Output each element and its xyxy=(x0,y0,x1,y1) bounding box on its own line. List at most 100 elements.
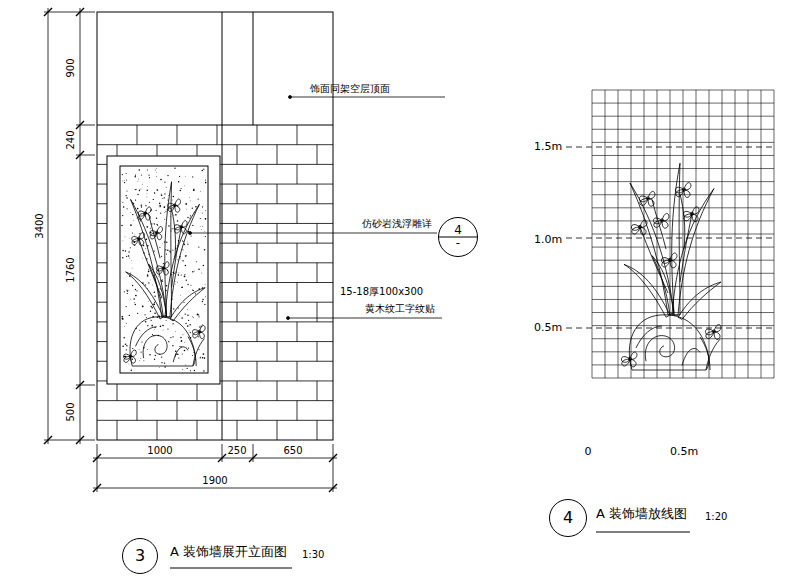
joint-line xyxy=(253,12,254,125)
texture-dot xyxy=(165,186,167,188)
grid-line xyxy=(592,129,774,130)
grid-axis-label: 0.5m xyxy=(534,322,562,334)
texture-dot xyxy=(147,189,149,191)
texture-dot xyxy=(145,284,146,285)
texture-dot xyxy=(130,260,132,262)
texture-dot xyxy=(149,354,151,356)
texture-dot xyxy=(182,368,184,370)
texture-dot xyxy=(203,353,205,355)
texture-dot xyxy=(162,197,164,199)
setting-out-grid xyxy=(592,90,774,378)
grid-line xyxy=(592,103,774,104)
texture-dot xyxy=(125,195,126,196)
texture-dot xyxy=(157,189,159,191)
texture-dot xyxy=(152,334,153,335)
grid-line xyxy=(592,234,774,235)
texture-dot xyxy=(183,249,185,251)
texture-dot xyxy=(154,304,155,305)
texture-dot xyxy=(182,287,183,288)
texture-dot xyxy=(153,304,155,306)
texture-dot xyxy=(140,357,142,359)
texture-dot xyxy=(203,265,204,266)
texture-dot xyxy=(204,283,206,285)
texture-dot xyxy=(190,332,191,333)
texture-dot xyxy=(126,180,127,181)
texture-dot xyxy=(193,317,195,319)
brick-joint xyxy=(217,125,218,145)
texture-dot xyxy=(135,189,136,190)
brick-joint xyxy=(297,361,298,381)
texture-dot xyxy=(127,290,129,292)
grid-line xyxy=(592,194,774,195)
texture-dot xyxy=(156,210,157,211)
texture-dot xyxy=(166,242,167,243)
texture-dot xyxy=(181,188,182,189)
texture-dot xyxy=(138,348,140,350)
texture-dot xyxy=(181,340,183,342)
brick-joint xyxy=(277,381,278,401)
grid-line xyxy=(592,220,774,221)
texture-dot xyxy=(164,182,165,183)
dimension-text: 1000 xyxy=(147,445,172,456)
texture-dot xyxy=(202,323,204,325)
texture-dot xyxy=(145,238,147,240)
grid-line xyxy=(592,273,774,274)
texture-dot xyxy=(178,272,180,274)
texture-dot xyxy=(164,219,166,221)
texture-dot xyxy=(166,253,167,254)
texture-dot xyxy=(121,225,122,226)
texture-dot xyxy=(135,176,136,177)
texture-dot xyxy=(147,301,149,303)
scale-ratio: 1:30 xyxy=(302,549,324,560)
texture-dot xyxy=(181,287,182,288)
texture-dot xyxy=(164,362,165,363)
texture-dot xyxy=(142,257,144,259)
texture-dot xyxy=(185,314,186,315)
texture-dot xyxy=(172,336,173,337)
texture-dot xyxy=(137,208,139,210)
texture-dot xyxy=(187,325,189,327)
orchid-outline xyxy=(621,163,721,370)
texture-dot xyxy=(145,321,147,323)
grid-line xyxy=(592,325,774,326)
texture-dot xyxy=(130,272,132,274)
texture-dot xyxy=(137,194,138,195)
texture-dot xyxy=(160,193,162,195)
texture-dot xyxy=(182,334,184,336)
texture-dot xyxy=(205,296,207,298)
panel-frame xyxy=(107,156,220,384)
texture-dot xyxy=(123,337,124,338)
texture-dot xyxy=(184,274,185,275)
texture-dot xyxy=(159,247,160,248)
texture-dot xyxy=(198,199,199,200)
texture-dot xyxy=(183,185,185,187)
brick-joint xyxy=(297,322,298,342)
texture-dot xyxy=(168,225,170,227)
texture-dot xyxy=(124,291,125,292)
texture-dot xyxy=(139,330,140,331)
leader-lines xyxy=(189,96,446,320)
texture-dot xyxy=(148,174,149,175)
brick-joint xyxy=(317,302,318,322)
texture-dot xyxy=(202,301,203,302)
scale-ratio: 1:20 xyxy=(705,511,727,522)
texture-dot xyxy=(133,220,135,222)
texture-dot xyxy=(146,193,148,195)
brick-joint xyxy=(257,204,258,224)
texture-dot xyxy=(142,305,144,307)
brick-joint xyxy=(317,145,318,165)
texture-dot xyxy=(202,357,204,359)
brick-joint xyxy=(277,302,278,322)
texture-dot xyxy=(174,273,175,274)
texture-dot xyxy=(133,302,135,304)
texture-dot xyxy=(184,350,186,352)
texture-dot xyxy=(153,250,154,251)
texture-dot xyxy=(129,212,131,214)
callout-text: 15-18厚100x300 xyxy=(340,286,423,297)
texture-dot xyxy=(149,279,151,281)
texture-dot xyxy=(150,311,151,312)
brick-joint xyxy=(257,283,258,303)
texture-dot xyxy=(154,223,155,224)
texture-dot xyxy=(180,337,181,338)
texture-dot xyxy=(149,202,150,203)
